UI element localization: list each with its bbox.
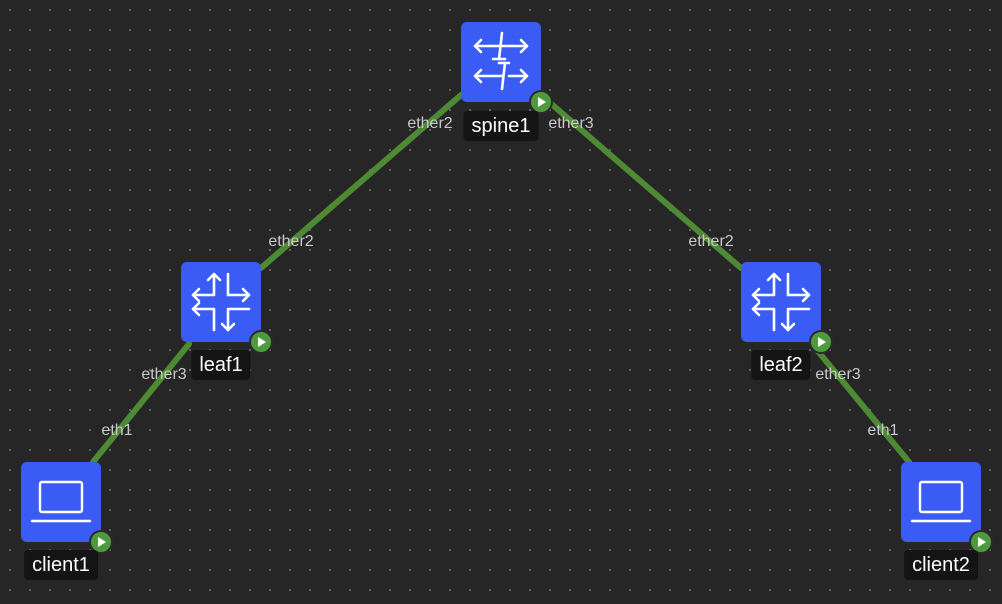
port-label-client1-eth1: eth1	[101, 422, 133, 439]
node-label-client2: client2	[904, 550, 978, 580]
node-leaf1[interactable]	[181, 262, 273, 354]
node-label-leaf2: leaf2	[751, 350, 811, 380]
link-spine1-leaf1[interactable]	[258, 92, 464, 271]
link-leaf2-client2[interactable]	[809, 341, 912, 465]
router-icon	[191, 272, 251, 332]
router-icon	[751, 272, 811, 332]
running-status-icon[interactable]	[529, 90, 553, 114]
node-spine1[interactable]	[461, 22, 553, 114]
port-label-spine1-ether3: ether3	[548, 115, 594, 132]
node-client1[interactable]	[21, 462, 113, 554]
port-label-spine1-ether2: ether2	[407, 115, 453, 132]
node-label-spine1: spine1	[463, 111, 539, 141]
laptop-icon	[30, 480, 92, 523]
port-label-leaf2-ether3: ether3	[815, 366, 861, 383]
link-leaf1-client1[interactable]	[90, 341, 192, 465]
node-client2[interactable]	[901, 462, 993, 554]
running-status-icon[interactable]	[809, 330, 833, 354]
port-label-leaf1-ether2: ether2	[268, 233, 314, 250]
running-status-icon[interactable]	[89, 530, 113, 554]
node-label-leaf1: leaf1	[191, 350, 251, 380]
laptop-icon	[910, 480, 972, 523]
running-status-icon[interactable]	[969, 530, 993, 554]
switch-icon	[473, 31, 529, 91]
port-label-client2-eth1: eth1	[867, 422, 899, 439]
port-label-leaf1-ether3: ether3	[141, 366, 187, 383]
node-label-client1: client1	[24, 550, 98, 580]
link-spine1-leaf2[interactable]	[538, 92, 744, 271]
port-label-leaf2-ether2: ether2	[688, 233, 734, 250]
running-status-icon[interactable]	[249, 330, 273, 354]
node-leaf2[interactable]	[741, 262, 833, 354]
